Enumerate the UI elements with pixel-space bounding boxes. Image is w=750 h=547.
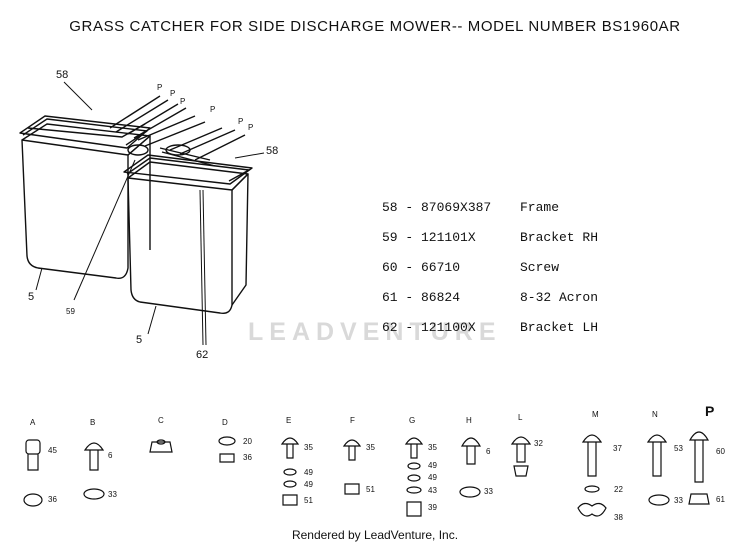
callout-59: 59 — [66, 307, 75, 316]
watermark: LEADVENTURE — [248, 318, 502, 346]
hardware-c: C — [149, 416, 173, 453]
parts-row: 60 - 66710 Screw — [382, 260, 640, 290]
callout-58-right: 58 — [266, 145, 278, 157]
part-description: Screw — [520, 260, 560, 275]
svg-text:49: 49 — [428, 461, 437, 470]
parts-list: 58 - 87069X387 Frame 59 - 121101X Bracke… — [382, 200, 640, 350]
hardware-m: M 37 22 38 — [577, 410, 623, 522]
hardware-a: A 45 36 — [23, 418, 57, 507]
part-number: 60 - 66710 — [382, 260, 461, 275]
svg-text:33: 33 — [108, 490, 117, 499]
svg-text:49: 49 — [304, 480, 313, 489]
svg-text:35: 35 — [366, 443, 375, 452]
svg-text:53: 53 — [674, 444, 683, 453]
svg-text:36: 36 — [48, 495, 57, 504]
bag-right — [127, 161, 249, 315]
hardware-l: L 32 — [510, 413, 543, 477]
callout-62: 62 — [196, 349, 208, 361]
part-description: 8-32 Acron — [520, 290, 599, 305]
hardware-p: P 60 61 — [688, 403, 725, 505]
svg-text:A: A — [30, 418, 36, 427]
svg-text:39: 39 — [428, 503, 437, 512]
parts-row: 59 - 121101X Bracket RH — [382, 230, 640, 260]
leader-lines — [35, 81, 265, 346]
parts-row: 62 - 121100X Bracket LH — [382, 320, 640, 350]
svg-text:36: 36 — [243, 453, 252, 462]
hardware-h: H 6 33 — [459, 416, 493, 498]
svg-text:35: 35 — [304, 443, 313, 452]
part-number: 59 - 121101X — [382, 230, 476, 245]
svg-text:N: N — [652, 410, 658, 419]
hardware-d: D 20 36 — [218, 418, 252, 463]
callout-5-right: 5 — [136, 334, 142, 346]
parts-row: 58 - 87069X387 Frame — [382, 200, 640, 230]
svg-text:51: 51 — [304, 496, 313, 505]
svg-text:F: F — [350, 416, 355, 425]
svg-text:E: E — [286, 416, 291, 425]
hardware-b: B 6 33 — [83, 418, 117, 500]
footer-credit: Rendered by LeadVenture, Inc. — [291, 528, 459, 542]
svg-text:60: 60 — [716, 447, 725, 456]
callout-58-left: 58 — [56, 69, 68, 81]
svg-text:33: 33 — [674, 496, 683, 505]
svg-text:C: C — [158, 416, 164, 425]
svg-text:49: 49 — [304, 468, 313, 477]
clip-label-p: P — [170, 89, 175, 98]
parts-row: 61 - 86824 8-32 Acron — [382, 290, 640, 320]
svg-text:61: 61 — [716, 495, 725, 504]
hardware-e: E 35 49 49 51 — [280, 416, 313, 506]
part-description: Bracket LH — [520, 320, 599, 335]
part-description: Bracket RH — [520, 230, 599, 245]
clip-label-p: P — [210, 105, 215, 114]
svg-text:20: 20 — [243, 437, 252, 446]
hardware-kits: A 45 36 B 6 33 C D 20 36 E — [23, 403, 725, 522]
page-title: GRASS CATCHER FOR SIDE DISCHARGE MOWER--… — [69, 18, 681, 35]
hardware-g: G 35 49 49 43 39 — [404, 416, 437, 517]
svg-text:51: 51 — [366, 485, 375, 494]
part-number: 61 - 86824 — [382, 290, 461, 305]
svg-text:G: G — [409, 416, 415, 425]
frame-right — [123, 154, 253, 185]
svg-text:38: 38 — [614, 513, 623, 522]
svg-text:43: 43 — [428, 486, 437, 495]
part-number: 58 - 87069X387 — [382, 200, 492, 215]
hardware-f: F 35 51 — [342, 416, 375, 495]
clip-label-p: P — [248, 123, 253, 132]
clip-label-p: P — [180, 97, 185, 106]
svg-text:49: 49 — [428, 473, 437, 482]
svg-text:M: M — [592, 410, 599, 419]
svg-text:L: L — [518, 413, 523, 422]
svg-text:H: H — [466, 416, 472, 425]
svg-text:6: 6 — [108, 451, 113, 460]
hardware-n: N 53 33 — [646, 410, 683, 506]
callout-5-left: 5 — [28, 291, 34, 303]
clip-label-p: P — [157, 83, 162, 92]
svg-text:22: 22 — [614, 485, 623, 494]
part-number: 62 - 121100X — [382, 320, 476, 335]
svg-text:P: P — [705, 403, 714, 419]
svg-text:D: D — [222, 418, 228, 427]
clip-label-p: P — [238, 117, 243, 126]
svg-text:45: 45 — [48, 446, 57, 455]
svg-text:37: 37 — [613, 444, 622, 453]
svg-text:33: 33 — [484, 487, 493, 496]
part-description: Frame — [520, 200, 560, 215]
svg-text:B: B — [90, 418, 95, 427]
svg-text:35: 35 — [428, 443, 437, 452]
bracket-clips — [109, 95, 246, 167]
svg-text:32: 32 — [534, 439, 543, 448]
svg-text:6: 6 — [486, 447, 491, 456]
